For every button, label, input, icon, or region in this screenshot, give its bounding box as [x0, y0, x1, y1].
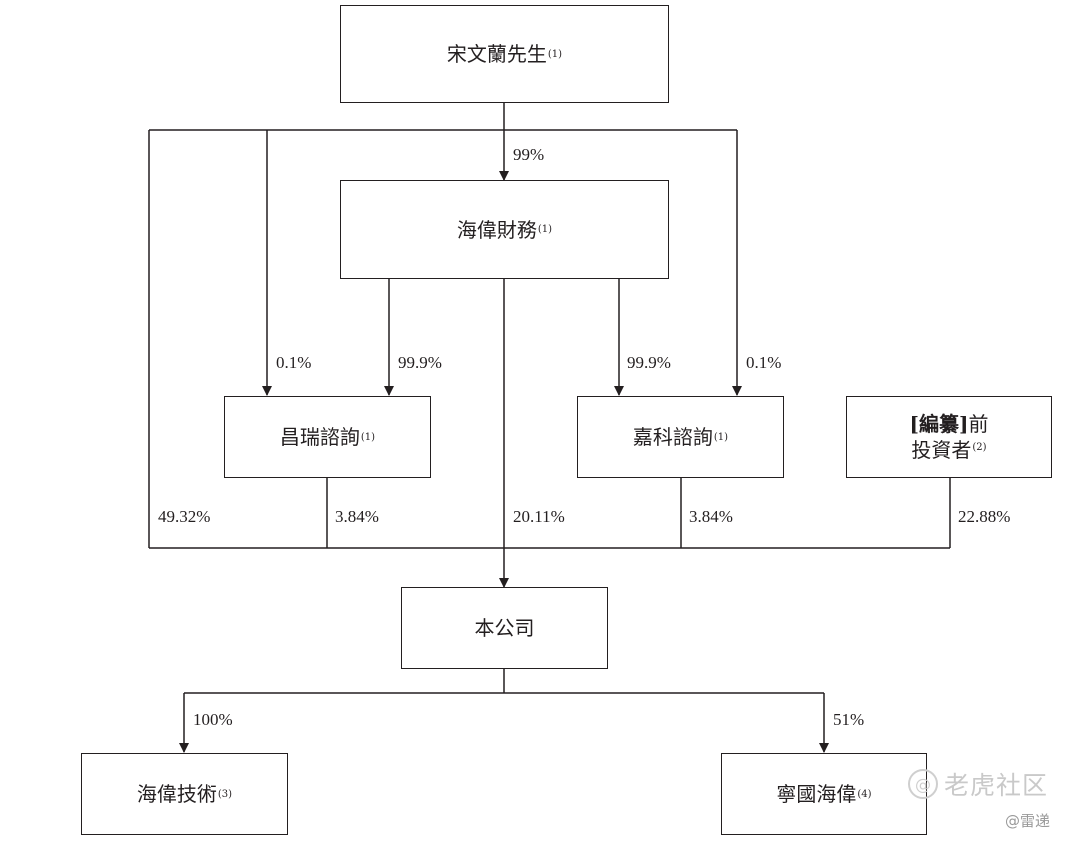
pct-song-changrui: 0.1% — [276, 353, 312, 372]
node-company-label: 本公司 — [474, 616, 535, 640]
node-haiwei-finance-note: (1) — [537, 224, 553, 235]
node-ningguo-label: 寧國海偉 — [776, 782, 857, 806]
node-investors-word1: 前 — [968, 412, 989, 436]
watermark-text: 老虎社区 — [944, 771, 1049, 800]
pct-company-tech: 100% — [193, 710, 233, 729]
node-jiake: 嘉科諮詢(1) — [577, 396, 784, 478]
pct-finance-company: 20.11% — [513, 507, 565, 526]
node-investors: [編纂]前 投資者(2) — [846, 396, 1052, 478]
node-changrui-label: 昌瑞諮詢 — [279, 425, 360, 449]
pct-song-company: 49.32% — [158, 507, 211, 526]
node-changrui: 昌瑞諮詢(1) — [224, 396, 431, 478]
watermark-logo-icon: @ — [908, 769, 938, 799]
node-investors-bold: [編纂] — [909, 412, 969, 436]
node-company: 本公司 — [401, 587, 608, 669]
node-investors-line1: [編纂]前 — [910, 411, 989, 437]
node-song-label: 宋文蘭先生 — [446, 42, 547, 66]
node-investors-note: (2) — [972, 442, 987, 453]
node-ningguo: 寧國海偉(4) — [721, 753, 927, 835]
pct-song-jiake: 0.1% — [746, 353, 782, 372]
node-haiwei-tech: 海偉技術(3) — [81, 753, 288, 835]
watermark: @ 老虎社区 — [908, 766, 1048, 802]
node-jiake-note: (1) — [713, 431, 729, 443]
node-investors-line2: 投資者(2) — [911, 437, 986, 463]
node-ningguo-note: (4) — [857, 788, 872, 800]
pct-finance-changrui: 99.9% — [398, 353, 442, 372]
pct-finance-jiake: 99.9% — [627, 353, 671, 372]
node-haiwei-finance: 海偉財務(1) — [340, 180, 669, 279]
pct-investors-company: 22.88% — [958, 507, 1011, 526]
node-song: 宋文蘭先生(1) — [340, 5, 669, 103]
pct-song-finance: 99% — [513, 145, 545, 164]
watermark-sub: @雷递 — [1005, 812, 1051, 830]
pct-company-ningguo: 51% — [833, 710, 865, 729]
pct-jiake-company: 3.84% — [689, 507, 733, 526]
node-jiake-label: 嘉科諮詢 — [632, 425, 713, 449]
node-haiwei-tech-label: 海偉技術 — [136, 782, 217, 806]
node-haiwei-finance-label: 海偉財務 — [456, 217, 537, 242]
node-changrui-note: (1) — [360, 431, 376, 443]
node-song-note: (1) — [547, 48, 563, 60]
node-haiwei-tech-note: (3) — [217, 788, 233, 800]
pct-changrui-company: 3.84% — [335, 507, 379, 526]
node-investors-word2: 投資者 — [911, 438, 972, 462]
